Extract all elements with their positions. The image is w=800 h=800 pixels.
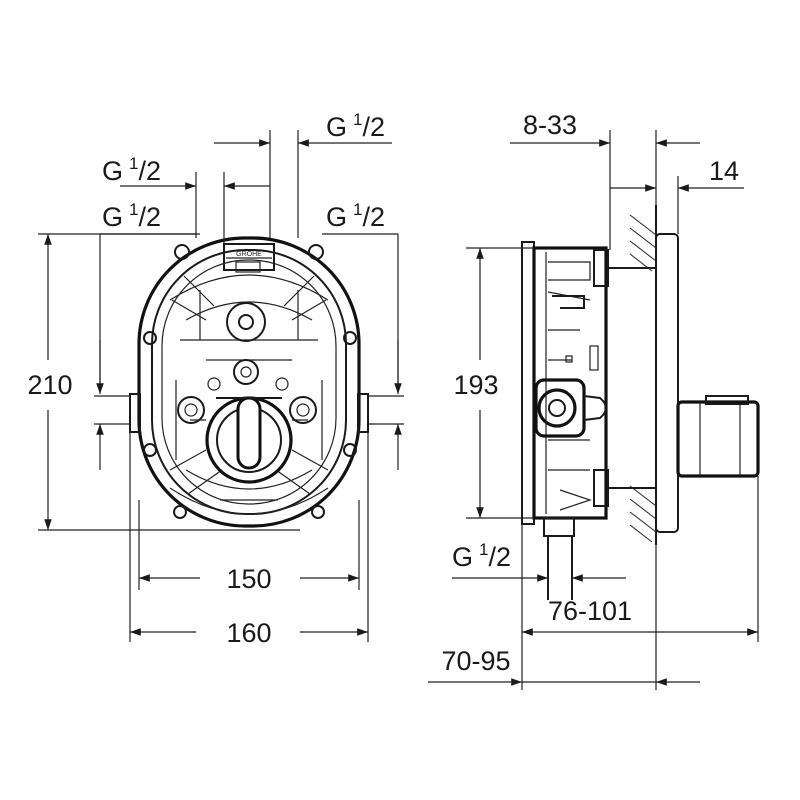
mount-tab: [143, 443, 157, 457]
left-boss: [177, 396, 205, 424]
side-nipple: [583, 395, 607, 421]
front-view-dimensions: [38, 130, 404, 642]
side-marking: [565, 355, 573, 363]
left-boss-core: [184, 403, 198, 417]
dim-label-70-95: 70-95: [441, 646, 510, 676]
middle-boss: [233, 359, 259, 385]
right-boss: [289, 396, 317, 424]
dim-label-width-150: 150: [226, 564, 271, 594]
left-lug: [129, 393, 141, 433]
top-nut: [235, 261, 261, 273]
mount-tab: [308, 244, 324, 260]
upper-boss: [226, 302, 266, 342]
wall-hatch-top: [629, 205, 657, 272]
front-plate: [655, 233, 679, 533]
body-inner-rim: [161, 259, 337, 505]
spindle-key: [236, 396, 262, 470]
middle-boss-core: [240, 366, 252, 378]
small-boss: [275, 377, 289, 391]
front-view: GROHE: [129, 236, 369, 528]
side-view-dimensions: [428, 130, 759, 690]
top-connector: [223, 243, 275, 271]
upper-boss-core: [238, 314, 254, 330]
mount-tab: [343, 331, 357, 345]
body-outer-outline: [137, 236, 361, 528]
mount-tab: [173, 505, 187, 519]
dim-label-height-210: 210: [27, 370, 72, 400]
body-frame: [532, 246, 608, 520]
side-port: [534, 378, 586, 438]
side-clip: [552, 295, 585, 309]
dim-label-8-33: 8-33: [523, 110, 577, 140]
dim-label-14: 14: [709, 156, 739, 186]
back-plate: [521, 241, 535, 525]
stamp-label: GROHE: [236, 251, 262, 258]
dim-label-height-193: 193: [453, 370, 498, 400]
side-port-core: [548, 399, 566, 417]
trim-sleeve: [676, 400, 760, 478]
mount-tab: [143, 331, 157, 345]
bottom-pipe: [543, 517, 575, 537]
side-port-ring: [537, 388, 577, 428]
mount-tab: [174, 244, 190, 260]
mount-tab: [311, 505, 325, 519]
side-view: [521, 205, 760, 600]
trim-cap: [705, 395, 749, 405]
small-boss: [207, 377, 221, 391]
side-marking: [589, 345, 599, 371]
right-lug: [357, 393, 369, 433]
mount-tab: [343, 443, 357, 457]
dim-label-76-101: 76-101: [548, 596, 632, 626]
right-boss-core: [296, 403, 310, 417]
internal-arcs: [169, 274, 329, 515]
body-inner-outline: [151, 249, 347, 515]
dim-label-width-160: 160: [226, 618, 271, 648]
